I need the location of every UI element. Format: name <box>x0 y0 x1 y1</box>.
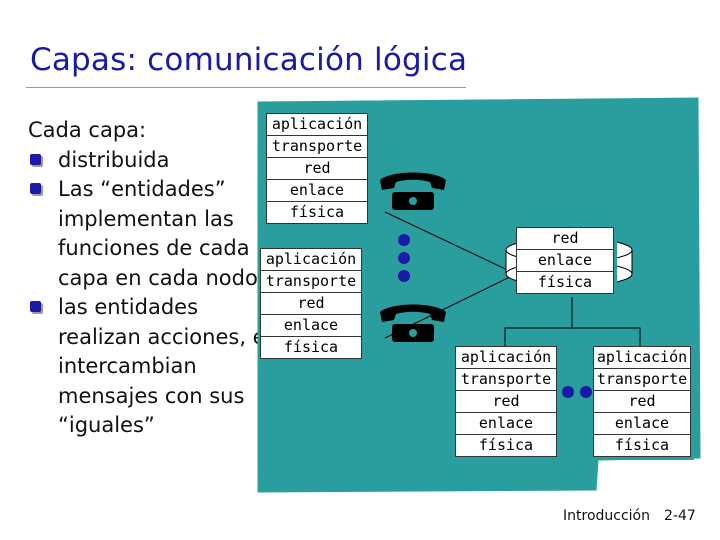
layer-transport: transporte <box>456 368 556 390</box>
protocol-stack-host-mid: aplicación transporte red enlace física <box>260 248 362 359</box>
layer-link: enlace <box>261 314 361 336</box>
protocol-stack-host-bottom-right: aplicación transporte red enlace física <box>593 346 691 457</box>
bullet-text: Las “entidades” implementan las funcione… <box>58 177 258 290</box>
layer-network: red <box>267 157 367 179</box>
layer-transport: transporte <box>261 270 361 292</box>
layer-physical: física <box>594 434 690 456</box>
protocol-stack-host-top: aplicación transporte red enlace física <box>266 113 368 224</box>
bullet-list: Cada capa: distribuida Las “entidades” i… <box>28 116 268 441</box>
bullet-text: las entidades realizan acciones, e inter… <box>58 295 266 437</box>
layer-physical: física <box>267 201 367 223</box>
bullet-square-icon <box>30 301 44 315</box>
layer-link: enlace <box>267 179 367 201</box>
bullet-square-icon <box>30 153 44 168</box>
layer-application: aplicación <box>460 348 552 366</box>
layer-physical: física <box>517 271 613 293</box>
telephone-icon <box>380 172 446 210</box>
bullet-item: las entidades realizan acciones, e inter… <box>28 293 268 441</box>
layer-network: red <box>456 390 556 412</box>
slide-title: Capas: comunicación lógica <box>30 42 468 78</box>
layer-application: aplicación <box>596 348 688 366</box>
intro-text: Cada capa: <box>28 118 147 142</box>
layer-network: red <box>594 390 690 412</box>
layer-physical: física <box>456 434 556 456</box>
bullet-item: distribuida <box>28 146 268 176</box>
footer-page-number: 2-47 <box>664 508 696 524</box>
layer-link: enlace <box>594 412 690 434</box>
layer-application: aplicación <box>265 250 357 268</box>
bullet-square-icon <box>30 183 44 197</box>
dots-icon <box>398 234 592 398</box>
protocol-stack-router: red enlace física <box>516 227 614 294</box>
layer-physical: física <box>261 336 361 358</box>
layer-network: red <box>551 229 579 247</box>
layer-link: enlace <box>517 249 613 271</box>
title-underline <box>26 87 466 88</box>
bullet-text: distribuida <box>58 147 170 172</box>
layer-network: red <box>261 292 361 314</box>
layer-transport: transporte <box>267 135 367 157</box>
layer-transport: transporte <box>594 368 690 390</box>
protocol-stack-host-bottom-left: aplicación transporte red enlace física <box>455 346 557 457</box>
layer-application: aplicación <box>271 115 363 133</box>
telephone-icon <box>380 304 446 342</box>
bullet-item: Las “entidades” implementan las funcione… <box>28 175 268 293</box>
layer-link: enlace <box>456 412 556 434</box>
footer-section: Introducción <box>563 508 650 524</box>
